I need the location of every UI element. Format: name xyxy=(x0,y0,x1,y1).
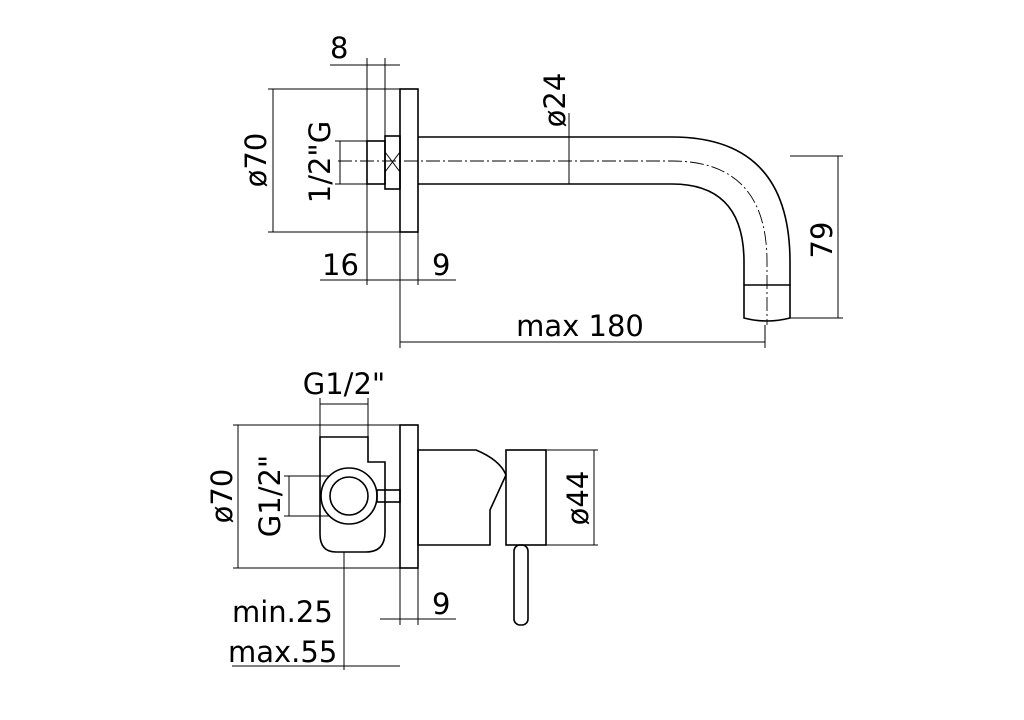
mixer-wall-plate xyxy=(399,424,419,569)
dim-mixer-diam-70: ø70 xyxy=(205,469,239,524)
dim-diam-70: ø70 xyxy=(239,133,273,188)
dim-16: 16 xyxy=(322,248,359,282)
dim-thread: 1/2"G xyxy=(303,121,337,203)
spout-nozzle xyxy=(743,284,791,322)
dim-max-180: max 180 xyxy=(516,309,644,343)
mixer-valve-body xyxy=(319,436,386,553)
spout-connector xyxy=(366,140,386,185)
mixer-lever xyxy=(513,544,529,626)
dim-g12-side: G1/2" xyxy=(253,455,287,537)
spout-flange xyxy=(384,135,401,190)
mixer-handle-cylinder xyxy=(505,449,547,546)
dim-9: 9 xyxy=(432,248,450,282)
spout-view: 8 ø70 1/2"G ø24 16 9 79 max 180 xyxy=(239,31,843,348)
dim-max-55: max.55 xyxy=(228,635,337,669)
spout-pipe xyxy=(418,136,791,285)
dim-diam-24: ø24 xyxy=(538,73,572,128)
dim-diam-44: ø44 xyxy=(561,471,595,526)
mixer-view: G1/2" ø70 G1/2" ø44 9 min.25 max.55 xyxy=(205,367,598,670)
dim-8: 8 xyxy=(330,31,348,65)
dim-79: 79 xyxy=(805,222,839,259)
mixer-pin xyxy=(376,489,401,503)
dim-min-25: min.25 xyxy=(232,595,333,629)
spout-centerline xyxy=(338,160,768,325)
spout-wall-plate xyxy=(399,88,419,233)
mixer-inlet-bore xyxy=(329,476,369,516)
dim-g12-top: G1/2" xyxy=(303,367,385,401)
dim-mixer-9: 9 xyxy=(432,587,450,621)
mixer-body xyxy=(417,449,507,546)
